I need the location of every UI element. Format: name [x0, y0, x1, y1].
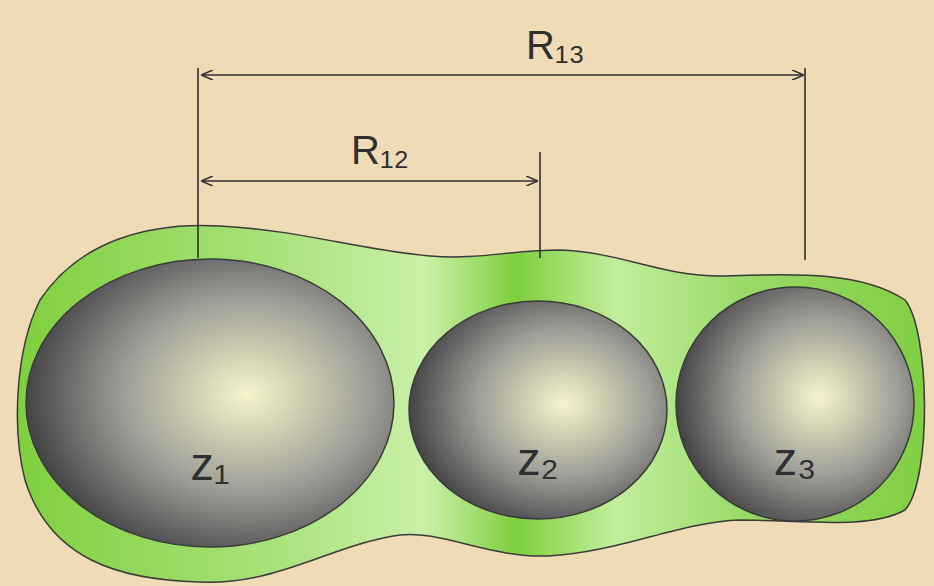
- dimension-arrow: [202, 180, 537, 182]
- dimension-arrow: [202, 74, 803, 76]
- sphere-shape: [675, 286, 915, 522]
- sphere-shape: [25, 258, 395, 548]
- nucleus-sphere: z₂: [408, 300, 668, 520]
- distance-label: R₁₃: [526, 23, 585, 67]
- extension-line: [197, 68, 199, 258]
- distance-label: R₁₂: [351, 128, 409, 172]
- sphere-outline: [676, 287, 914, 521]
- charge-label: z₂: [408, 434, 668, 485]
- extension-line: [804, 68, 806, 260]
- electron-envelope: [17, 225, 924, 582]
- sphere-outline: [409, 301, 667, 519]
- nucleus-sphere: z₁: [25, 258, 395, 548]
- dimension-lines: [198, 68, 805, 260]
- charge-label: z₁: [25, 439, 395, 490]
- charge-label: z₃: [675, 434, 915, 485]
- extension-line: [539, 152, 541, 258]
- sphere-shape: [408, 300, 668, 520]
- nucleus-sphere: z₃: [675, 286, 915, 522]
- sphere-outline: [26, 259, 394, 547]
